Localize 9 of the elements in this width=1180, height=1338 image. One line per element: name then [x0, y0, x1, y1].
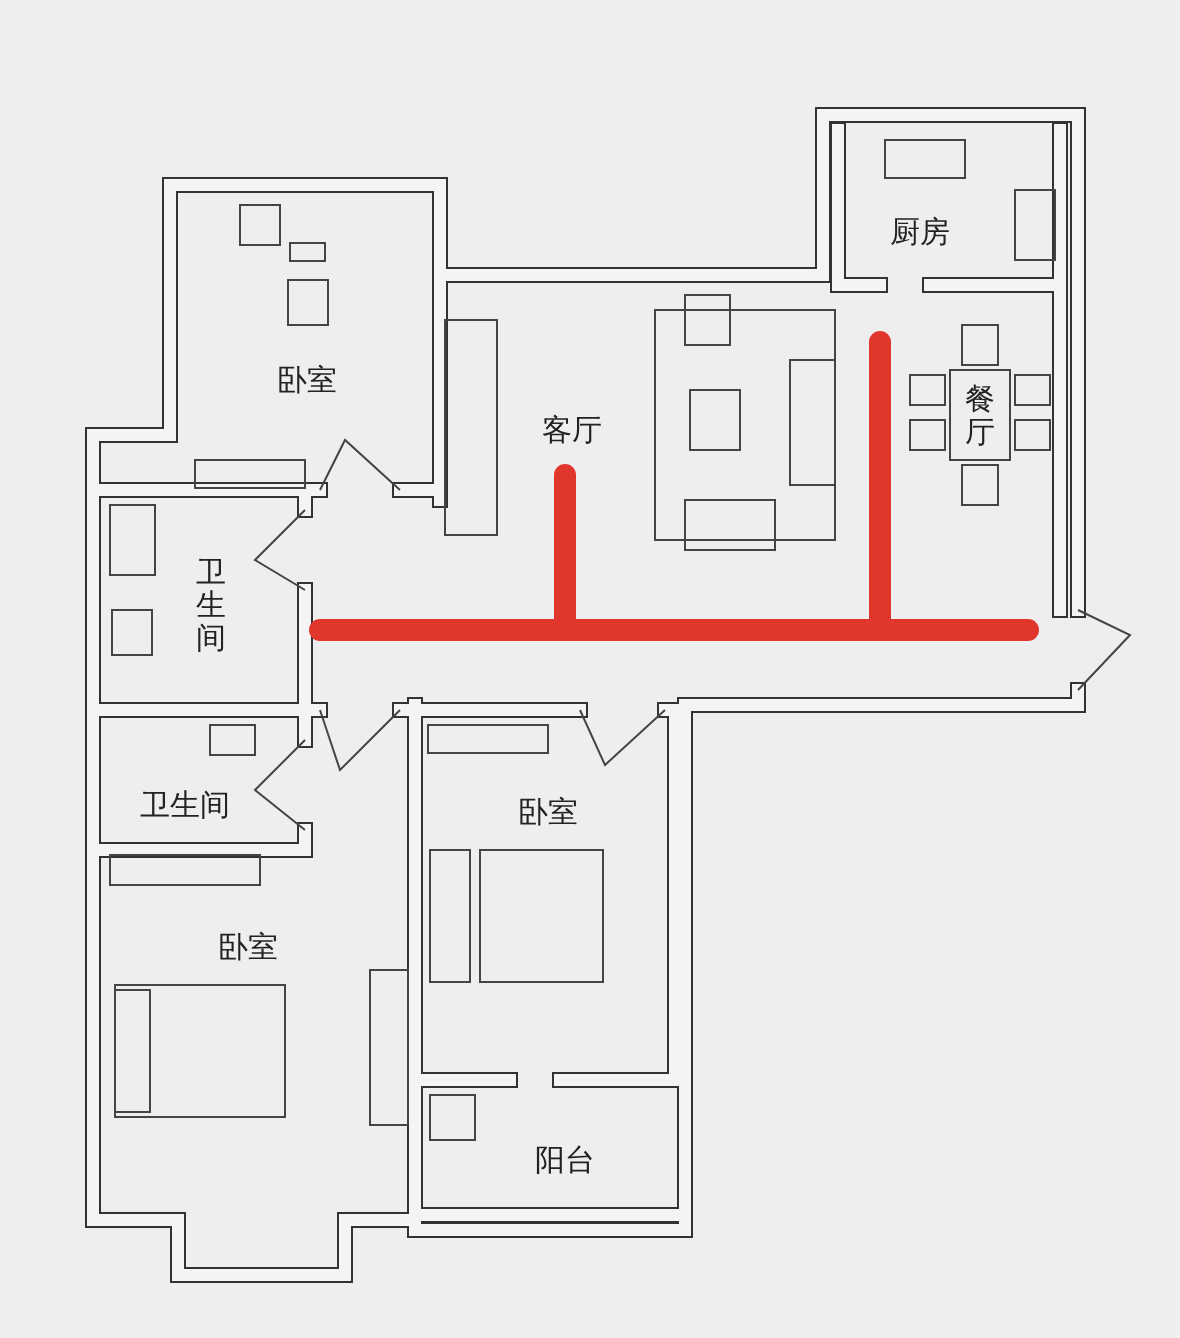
room-label: 厨房	[890, 215, 950, 248]
room-label: 卫生间	[196, 555, 226, 654]
room-label: 卧室	[277, 363, 337, 396]
room-label: 卫生间	[140, 788, 230, 821]
room-label: 客厅	[542, 413, 602, 446]
room-label: 卧室	[218, 930, 278, 963]
room-label: 卧室	[518, 795, 578, 828]
room-label: 餐厅	[965, 382, 995, 448]
room-label: 阳台	[535, 1143, 595, 1176]
